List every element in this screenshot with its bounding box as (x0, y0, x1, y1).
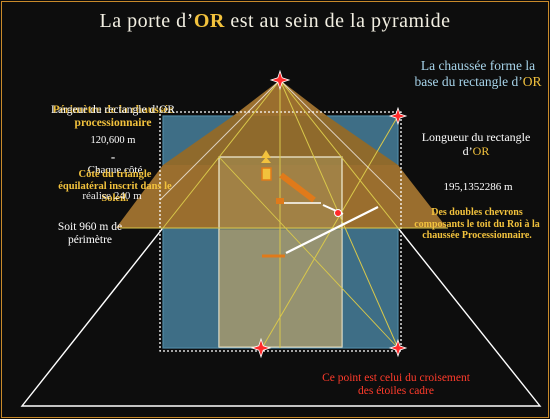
chaussee-text: La chaussée forme la base du rectangle d… (414, 58, 536, 89)
chaque-cote-label: Chaque côté (87, 164, 143, 176)
soit-label: Soit 960 m de périmètre (57, 221, 123, 247)
star-apex (269, 69, 291, 91)
yellow-diagonal-right (279, 79, 399, 229)
longueur-gold: OR (472, 143, 490, 158)
largeur-text: Largeur du rectangle d’OR (50, 104, 175, 116)
yellow-diagonal-left (162, 79, 281, 229)
title-text-post: est au sein de la pyramide (224, 10, 451, 32)
relieving-chevron-2 (261, 157, 271, 163)
longueur-label: Longueur du rectangle d’OR (420, 130, 532, 159)
grand-gallery-shaft (279, 172, 316, 203)
largeur-value: 120,600 m (90, 135, 136, 146)
chaussee-label: La chaussée forme la base du rectangle d… (410, 58, 546, 89)
slide-title: La porte d’OR est au sein de la pyramide (0, 10, 550, 33)
perimetre-label-bg: Périmètre de la chaussée processionnaire (52, 104, 174, 130)
yellow-diagonal-crossing (218, 156, 399, 349)
white-edge-left (159, 79, 281, 201)
star-bottom-right (388, 338, 408, 358)
realise-label: réalise 240 m (82, 190, 142, 202)
relieving-chevron (261, 150, 271, 158)
crossing-note: Ce point est celui du croisement des éto… (322, 372, 470, 398)
outer-triangle (20, 78, 542, 407)
white-edge-right (279, 79, 402, 201)
cote-triangle-label: Côté du triangle équilatéral inscrit dan… (58, 169, 172, 205)
descending-passage (285, 206, 379, 254)
title-text-pre: La porte d’ (99, 10, 194, 32)
star-top-right (388, 106, 408, 126)
kings-chamber (261, 167, 272, 181)
crossing-point (334, 209, 342, 217)
largeur-dash: - (110, 149, 116, 164)
star-bottom-center (250, 337, 272, 359)
chaussee-gold: OR (522, 73, 542, 89)
internal-passages (261, 150, 379, 258)
longueur-text: Longueur du rectangle d’ (421, 130, 531, 158)
largeur-label: Largeur du rectangle d’OR (48, 104, 178, 117)
queens-chamber (276, 198, 284, 204)
chevrons-note: Des doubles chevrons composants le toit … (414, 207, 540, 241)
longueur-value: 195,1352286 m (443, 181, 513, 193)
title-text-gold: OR (193, 10, 225, 32)
